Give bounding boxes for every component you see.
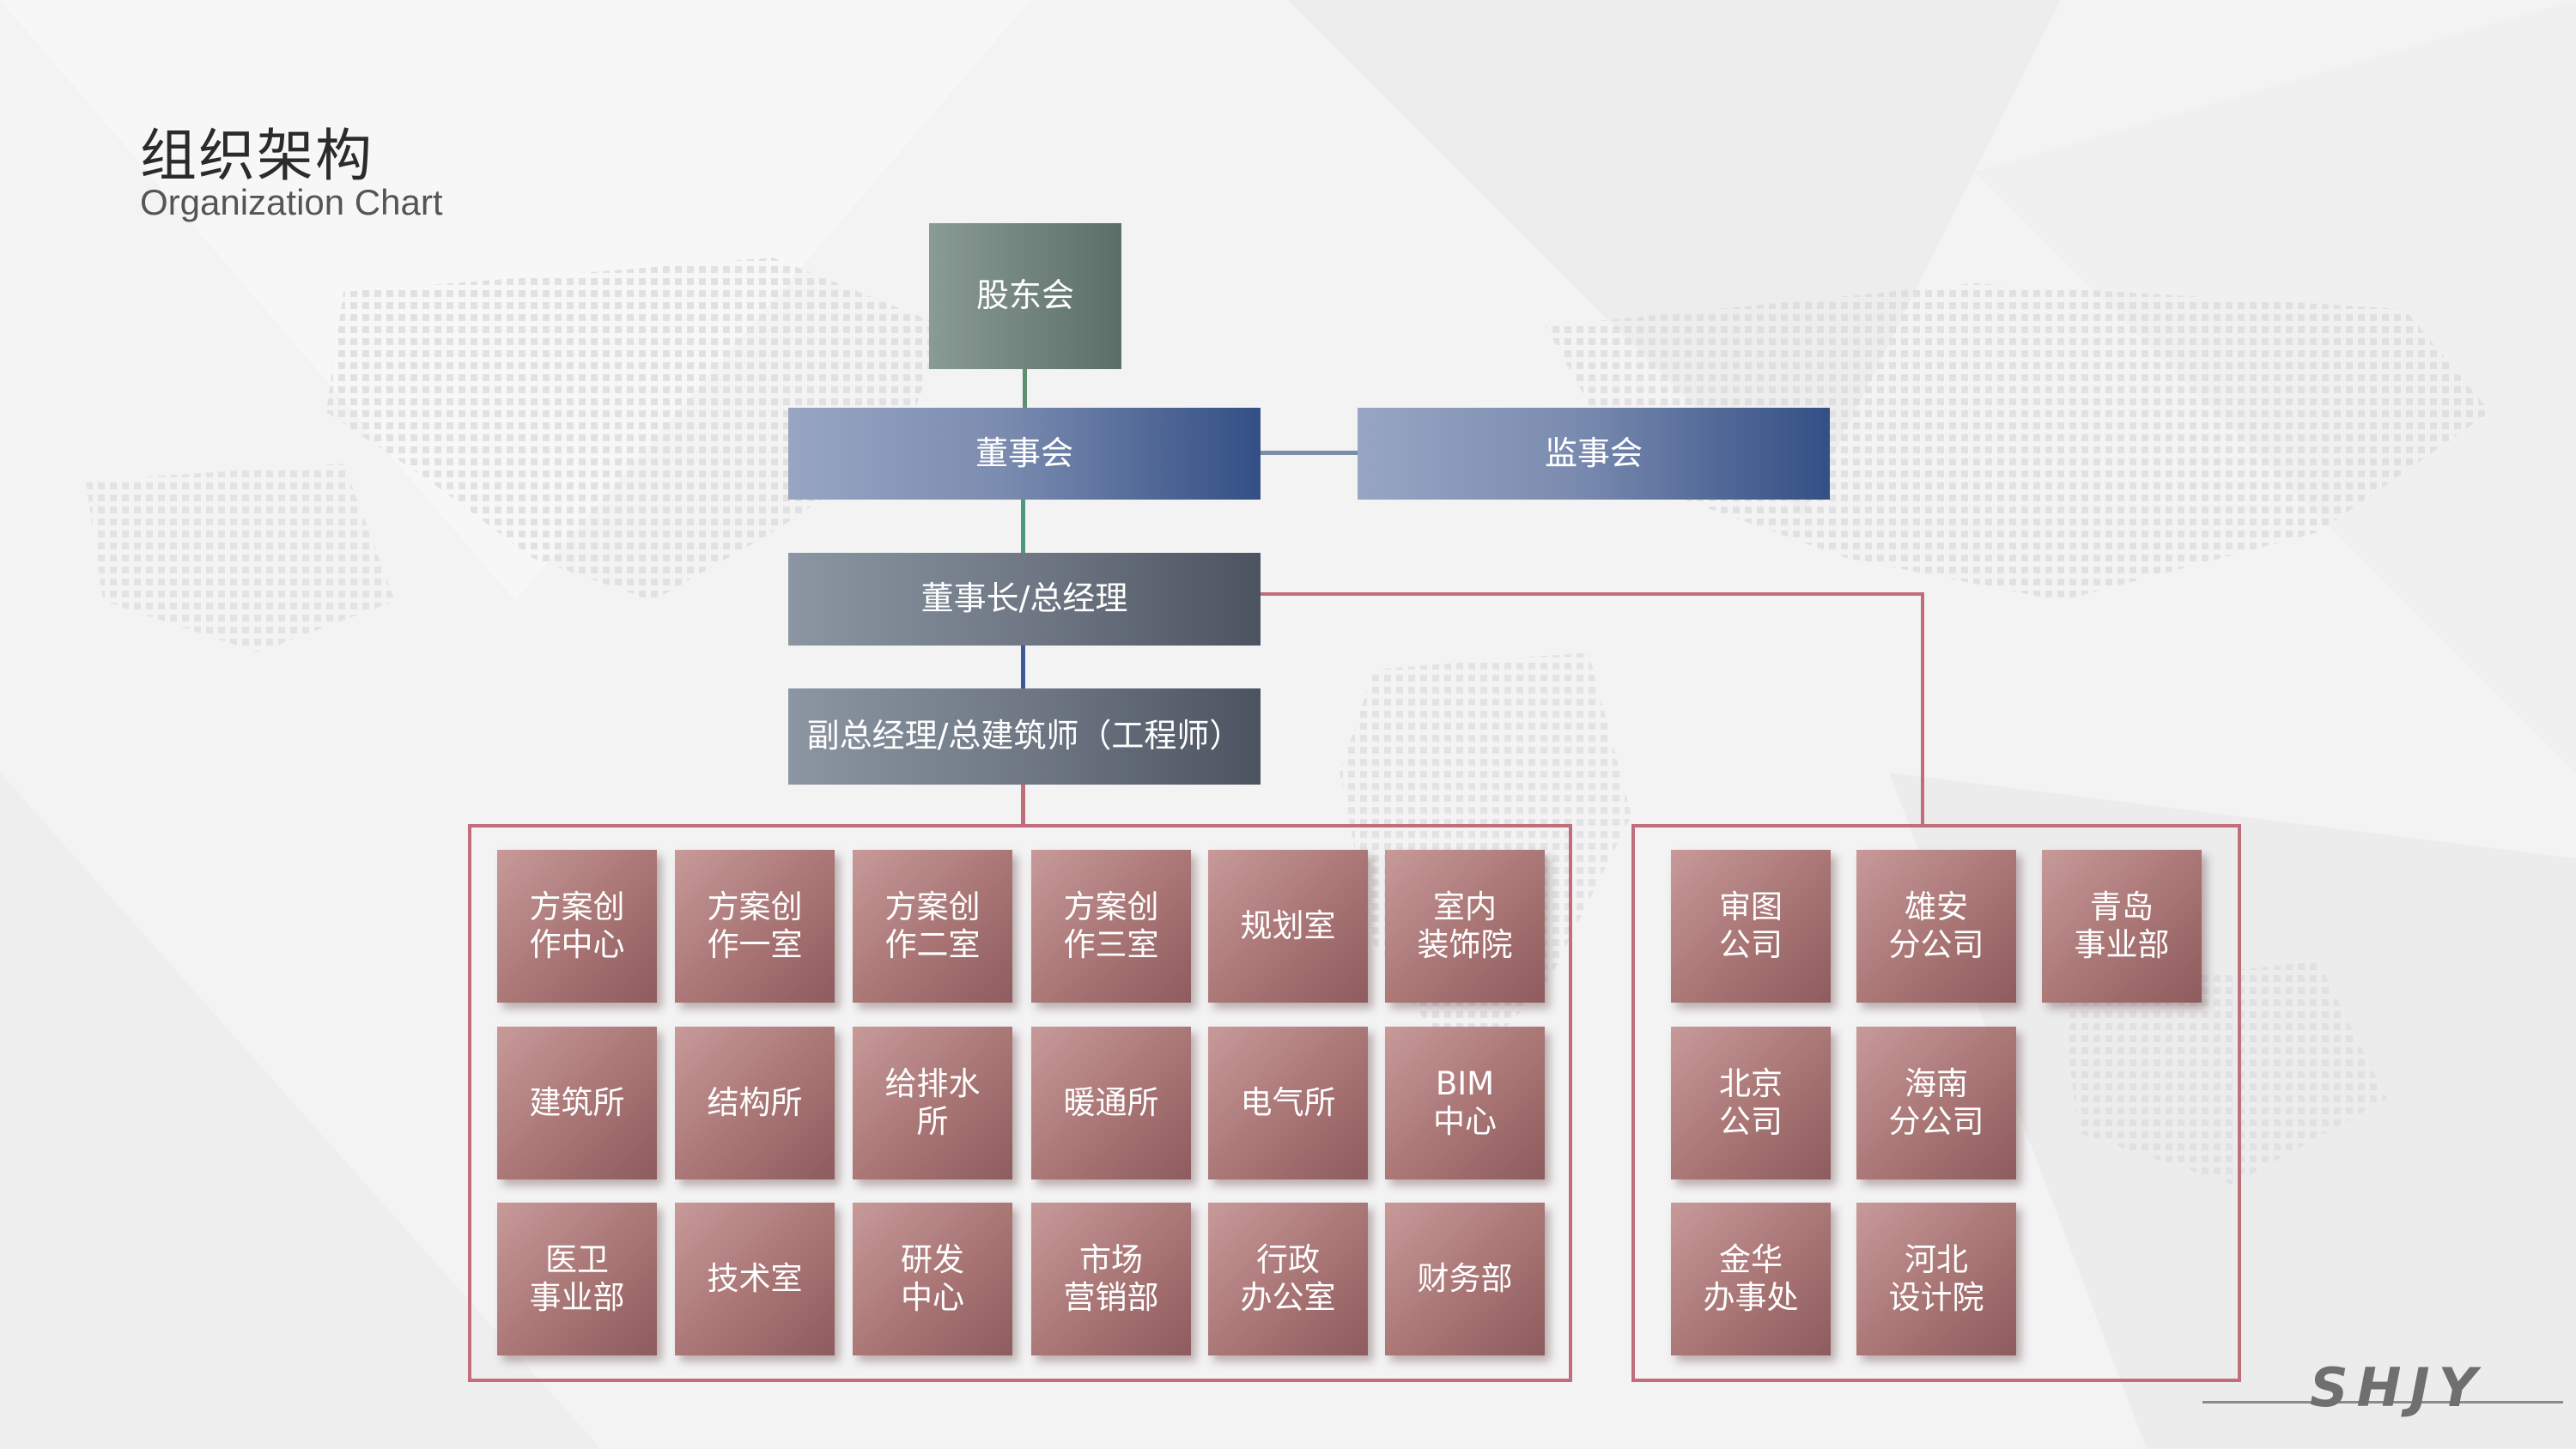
unit-left[interactable]: 建筑所	[497, 1027, 657, 1179]
connector-deputy-left-group	[1021, 785, 1025, 824]
node-chairman[interactable]: 董事长/总经理	[788, 553, 1261, 646]
unit-right[interactable]: 北京 公司	[1671, 1027, 1831, 1179]
node-board-label: 董事会	[975, 433, 1073, 472]
unit-left[interactable]: 暖通所	[1031, 1027, 1191, 1179]
connector-chairman-deputy	[1021, 646, 1025, 688]
connector-shareholders-board	[1023, 369, 1027, 408]
unit-left[interactable]: 结构所	[675, 1027, 835, 1179]
node-board[interactable]: 董事会	[788, 408, 1261, 500]
right-branch-group	[1631, 824, 2241, 1382]
unit-left[interactable]: 方案创 作一室	[675, 850, 835, 1003]
unit-right[interactable]: 青岛 事业部	[2042, 850, 2202, 1003]
unit-right[interactable]: 海南 分公司	[1856, 1027, 2016, 1179]
connector-chairman-right-v	[1921, 592, 1924, 826]
unit-left[interactable]: 规划室	[1208, 850, 1368, 1003]
unit-left[interactable]: BIM 中心	[1385, 1027, 1545, 1179]
page-title: 组织架构	[140, 123, 374, 189]
unit-left[interactable]: 电气所	[1208, 1027, 1368, 1179]
node-shareholders-label: 股东会	[975, 276, 1074, 315]
unit-left[interactable]: 方案创 作三室	[1031, 850, 1191, 1003]
unit-left[interactable]: 医卫 事业部	[497, 1203, 657, 1355]
left-department-group	[468, 824, 1572, 1382]
unit-right[interactable]: 河北 设计院	[1856, 1203, 2016, 1355]
unit-left[interactable]: 方案创 作中心	[497, 850, 657, 1003]
unit-left[interactable]: 市场 营销部	[1031, 1203, 1191, 1355]
connector-board-chairman	[1021, 500, 1025, 553]
unit-left[interactable]: 给排水 所	[853, 1027, 1012, 1179]
unit-right[interactable]: 金华 办事处	[1671, 1203, 1831, 1355]
unit-left[interactable]: 财务部	[1385, 1203, 1545, 1355]
node-supervisors[interactable]: 监事会	[1358, 408, 1830, 500]
unit-left[interactable]: 室内 装饰院	[1385, 850, 1545, 1003]
node-deputy[interactable]: 副总经理/总建筑师（工程师）	[788, 688, 1261, 785]
node-chairman-label: 董事长/总经理	[920, 579, 1128, 618]
company-logo: SHJY	[2310, 1356, 2486, 1419]
node-supervisors-label: 监事会	[1544, 433, 1643, 472]
unit-left[interactable]: 技术室	[675, 1203, 835, 1355]
node-shareholders[interactable]: 股东会	[929, 223, 1121, 369]
connector-board-supervisors	[1260, 451, 1358, 455]
node-deputy-label: 副总经理/总建筑师（工程师）	[806, 717, 1242, 755]
unit-right[interactable]: 雄安 分公司	[1856, 850, 2016, 1003]
logo-underline	[2202, 1401, 2563, 1404]
unit-left[interactable]: 方案创 作二室	[853, 850, 1012, 1003]
unit-left[interactable]: 研发 中心	[853, 1203, 1012, 1355]
page-subtitle: Organization Chart	[140, 182, 443, 222]
unit-left[interactable]: 行政 办公室	[1208, 1203, 1368, 1355]
connector-chairman-right-h	[1260, 592, 1924, 596]
unit-right[interactable]: 审图 公司	[1671, 850, 1831, 1003]
